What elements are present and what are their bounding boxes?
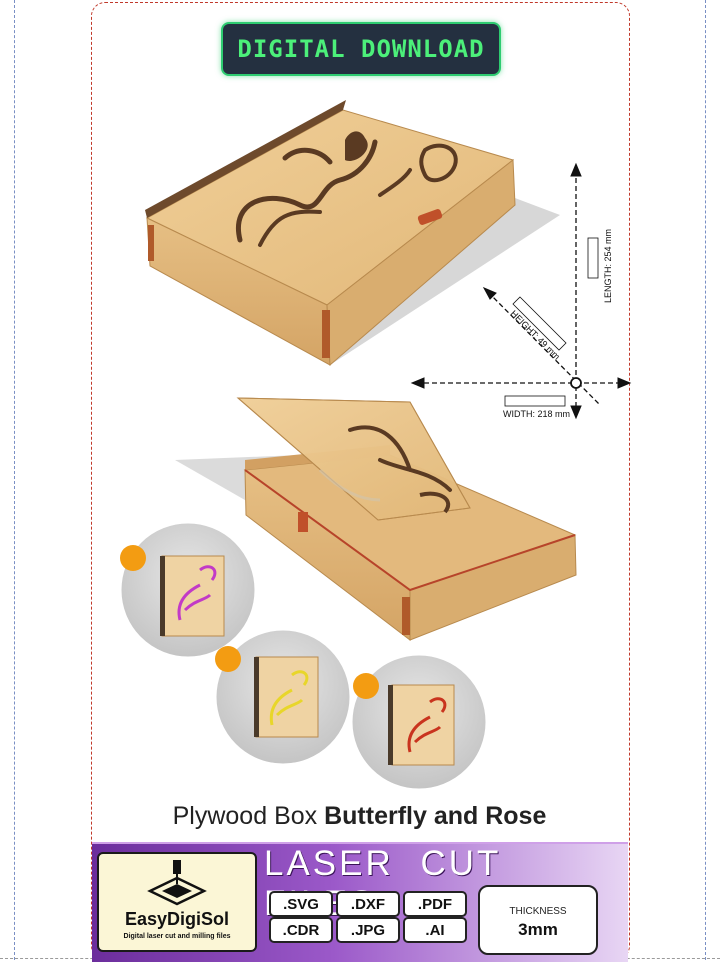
variant-circle-2 bbox=[213, 627, 353, 767]
format-pdf: .PDF bbox=[403, 891, 467, 917]
guide-line-right bbox=[705, 0, 706, 960]
thickness-label: THICKNESS bbox=[509, 906, 567, 917]
variant-circle-1 bbox=[118, 520, 258, 660]
guide-line-left bbox=[14, 0, 15, 960]
brand-name: EasyDigiSol bbox=[124, 909, 230, 929]
open-box-illustration bbox=[175, 397, 577, 642]
product-title: Plywood Box Butterfly and Rose bbox=[91, 802, 628, 831]
thickness-box: THICKNESS 3mm bbox=[478, 885, 598, 955]
format-svg: .SVG bbox=[269, 891, 333, 917]
dimension-axes bbox=[410, 162, 632, 420]
brand-logo-box: EasyDigiSol Digital laser cut and millin… bbox=[97, 852, 257, 952]
product-title-name: Butterfly and Rose bbox=[324, 802, 547, 830]
brand-tagline: Digital laser cut and milling files bbox=[123, 933, 231, 940]
cnc-logo-icon bbox=[147, 860, 207, 906]
length-label: LENGTH: 254 mm bbox=[603, 229, 613, 303]
thickness-value: 3mm bbox=[518, 920, 558, 939]
width-label: WIDTH: 218 mm bbox=[503, 409, 570, 419]
format-cdr: .CDR bbox=[269, 917, 333, 943]
variant-circle-3 bbox=[349, 652, 489, 792]
format-ai: .AI bbox=[403, 917, 467, 943]
format-dxf: .DXF bbox=[336, 891, 400, 917]
format-jpg: .JPG bbox=[336, 917, 400, 943]
product-title-prefix: Plywood Box bbox=[172, 802, 325, 830]
closed-box-illustration bbox=[145, 100, 560, 367]
digital-download-badge: DIGITAL DOWNLOAD bbox=[221, 22, 501, 76]
